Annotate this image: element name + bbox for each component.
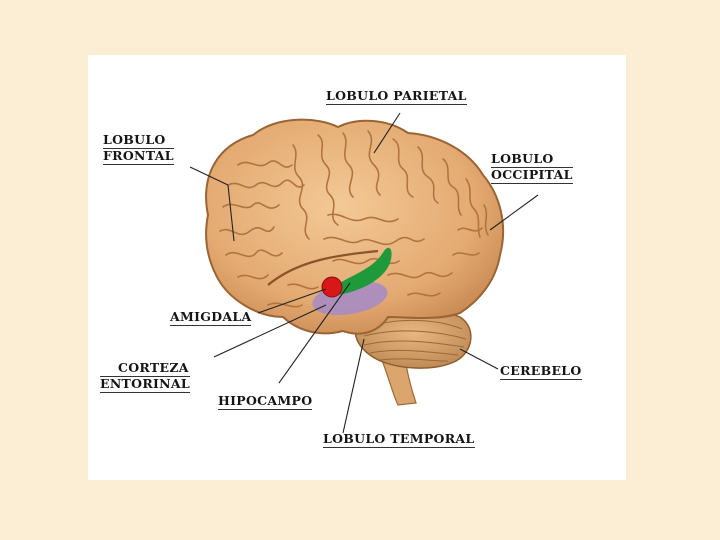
- label-hipocampo: HIPOCAMPO: [218, 394, 312, 410]
- brain-diagram-panel: LOBULO PARIETAL LOBULO FRONTAL LOBULO OC…: [88, 55, 626, 480]
- label-cerebelo: CEREBELO: [500, 364, 582, 380]
- label-amigdala: AMIGDALA: [170, 310, 251, 326]
- label-corteza-entorinal: CORTEZA ENTORINAL: [100, 361, 190, 393]
- label-lobulo-parietal: LOBULO PARIETAL: [326, 89, 467, 105]
- brain-illustration: [88, 55, 626, 480]
- label-lobulo-occipital: LOBULO OCCIPITAL: [491, 152, 573, 184]
- amygdala: [322, 277, 342, 297]
- label-lobulo-temporal: LOBULO TEMPORAL: [323, 432, 475, 448]
- label-lobulo-frontal: LOBULO FRONTAL: [103, 133, 174, 165]
